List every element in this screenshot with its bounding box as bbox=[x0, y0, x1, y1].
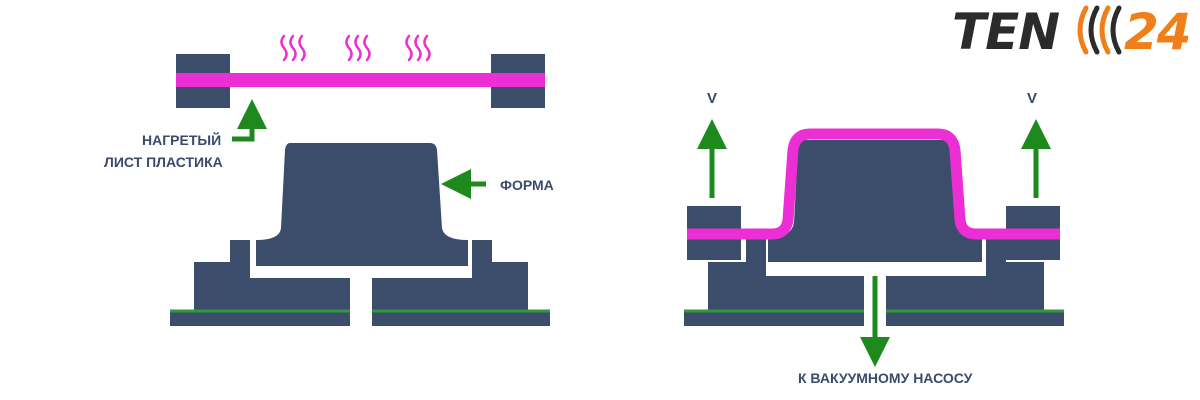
right-arrow-label: V bbox=[1027, 90, 1038, 107]
left-arrow-label: V bbox=[707, 90, 718, 107]
right-panel bbox=[684, 119, 1064, 367]
vacuum-table bbox=[170, 240, 550, 326]
heated-plastic-sheet bbox=[176, 73, 545, 87]
left-panel bbox=[170, 34, 550, 326]
heat-waves-logo-icon bbox=[1077, 5, 1122, 55]
heat-waves-icon bbox=[280, 34, 431, 62]
logo-number: 24 bbox=[1124, 3, 1192, 61]
pump-label: К ВАКУУМНОМУ НАСОСУ bbox=[798, 370, 973, 386]
sheet-arrow-icon bbox=[232, 99, 267, 142]
mold bbox=[256, 143, 468, 266]
heated-sheet-label-line2: ЛИСТ ПЛАСТИКА bbox=[104, 154, 223, 170]
logo-text: TEN bbox=[952, 3, 1060, 61]
mold-label: ФОРМА bbox=[500, 177, 554, 193]
vacuum-table bbox=[684, 140, 1064, 326]
heated-sheet-label-line1: НАГРЕТЫЙ bbox=[142, 132, 222, 148]
formed-plastic-sheet bbox=[687, 128, 1060, 240]
